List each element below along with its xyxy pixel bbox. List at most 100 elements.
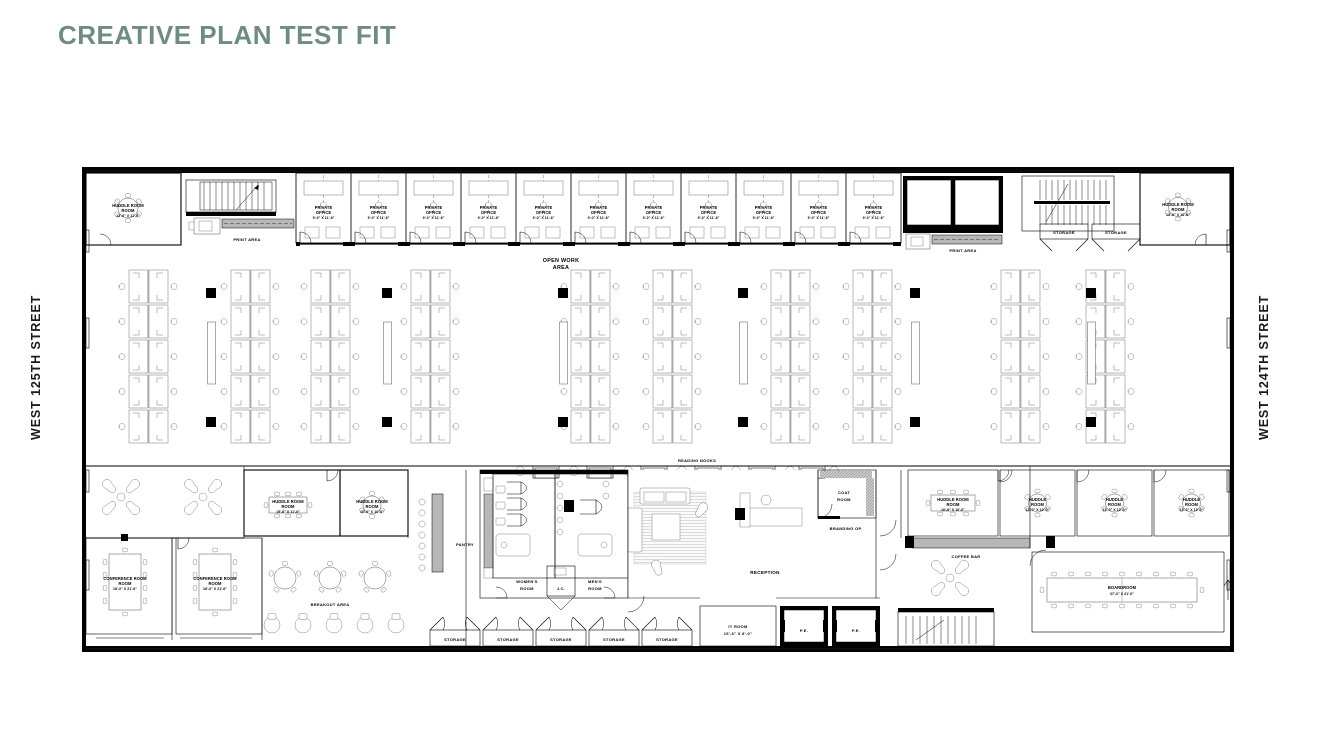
- room-huddle-right-c-name: HUDDLE: [1183, 497, 1201, 502]
- storage-top-right-1[interactable]: STORAGE: [1039, 223, 1089, 252]
- storage-bottom-2[interactable]: STORAGE: [482, 616, 534, 647]
- breakout-chair: [356, 613, 374, 634]
- structural-column: [206, 417, 216, 427]
- pantry-stool: [418, 542, 426, 550]
- private-office-10-sub: OFFICE: [811, 210, 827, 215]
- private-office-11-door[interactable]: [849, 231, 862, 244]
- room-conference-a-name: CONFERENCE ROOM: [103, 576, 147, 581]
- storage-bottom-5[interactable]: STORAGE: [641, 616, 693, 647]
- open-work-area-label-line1: OPEN WORK: [543, 258, 580, 264]
- room-huddle-mid-left[interactable]: HUDDLE ROOM ROOM 15'-6" X 11'-6": [243, 469, 341, 537]
- womens-room[interactable]: WOMEN'S ROOM: [492, 473, 556, 599]
- print-area-east-label: PRINT AREA: [949, 248, 976, 253]
- elevator-1[interactable]: P.E.: [780, 606, 828, 646]
- breakout-chair: [387, 613, 405, 634]
- room-huddle-large-right-dim: 16'-6" X 10'-0": [941, 508, 965, 512]
- room-huddle-mid-left2[interactable]: HUDDLE ROOM ROOM 16'-6" X 10'-0": [339, 469, 409, 537]
- street-label-left-text: WEST 125TH STREET: [29, 295, 43, 440]
- door-reception-east[interactable]: [879, 519, 897, 537]
- room-conference-a[interactable]: CONFERENCE ROOM ROOM 18'-0" X 21'-6": [85, 537, 173, 635]
- room-huddle-top-right-sub: ROOM: [1172, 207, 1185, 212]
- structural-column: [1086, 417, 1096, 427]
- private-office-4-dim: 9'-0" X 11'-6": [478, 216, 500, 220]
- locker-bank: [739, 321, 748, 385]
- structural-column: [1086, 288, 1096, 298]
- bench-cluster-7: [760, 269, 820, 444]
- room-boardroom-dim: 37'-0" X 21'-0": [1110, 592, 1134, 596]
- private-office-9-sub: OFFICE: [756, 210, 772, 215]
- structural-column: [382, 288, 392, 298]
- private-office-1-door[interactable]: [299, 231, 312, 244]
- room-huddle-right-a-door[interactable]: [999, 469, 1013, 483]
- private-office-5-door[interactable]: [519, 231, 532, 244]
- room-huddle-mid-left2-sub: ROOM: [366, 504, 379, 509]
- pantry-stool: [418, 509, 426, 517]
- storage-bottom-3[interactable]: STORAGE: [535, 616, 587, 647]
- private-office-10-dim: 9'-0" X 11'-6": [808, 216, 830, 220]
- street-label-left: WEST 125TH STREET: [29, 295, 43, 440]
- private-office-6-dim: 9'-0" X 11'-6": [588, 216, 610, 220]
- pantry-stool: [418, 498, 426, 506]
- room-huddle-right-b-dim: 12'-0" X 10'-0": [1102, 508, 1126, 512]
- structural-column: [382, 417, 392, 427]
- room-huddle-large-right[interactable]: HUDDLE ROOM ROOM 16'-6" X 10'-0": [907, 469, 1010, 537]
- elevator-bank: P.E.P.E.: [780, 606, 880, 646]
- coat-room[interactable]: COAT ROOM: [817, 469, 877, 519]
- private-office-10-door[interactable]: [794, 231, 807, 244]
- room-huddle-top-left[interactable]: HUDDLE ROOM ROOM 13'-6" X 11'-6": [85, 172, 182, 246]
- private-office-7-door[interactable]: [629, 231, 642, 244]
- elevator-2[interactable]: P.E.: [832, 606, 880, 646]
- lounge-cluster-right: [929, 558, 971, 598]
- storage-bottom-1[interactable]: STORAGE: [429, 616, 481, 647]
- private-office-9-name: PRIVATE: [755, 205, 773, 210]
- door-boardroom[interactable]: [1029, 549, 1047, 567]
- restroom-core: WOMEN'S ROOM J.C.: [479, 469, 629, 611]
- structural-column: [206, 288, 216, 298]
- private-office-4-name: PRIVATE: [480, 205, 498, 210]
- door-reception-east-2[interactable]: [879, 553, 897, 571]
- private-office-8-sub: OFFICE: [701, 210, 717, 215]
- private-office-3-door[interactable]: [409, 231, 422, 244]
- private-office-5-name: PRIVATE: [535, 205, 553, 210]
- private-office-2-door[interactable]: [354, 231, 367, 244]
- private-office-4-door[interactable]: [464, 231, 477, 244]
- storage-top-right-2[interactable]: STORAGE: [1091, 223, 1141, 252]
- room-huddle-top-right[interactable]: HUDDLE ROOM ROOM 13'-6" X 10'-6": [1139, 172, 1231, 246]
- private-office-1-sub: OFFICE: [316, 210, 332, 215]
- room-huddle-right-c-door[interactable]: [1153, 469, 1167, 483]
- room-huddle-mid-left-sub: ROOM: [282, 504, 295, 509]
- door-it-corridor[interactable]: [627, 595, 645, 613]
- janitor-closet[interactable]: J.C.: [546, 565, 576, 611]
- room-boardroom[interactable]: BOARDROOM 37'-0" X 21'-0": [1031, 551, 1233, 633]
- storage-bottom-2-label: STORAGE: [497, 637, 519, 642]
- private-office-6-door[interactable]: [574, 231, 587, 244]
- room-huddle-right-b-door[interactable]: [1076, 469, 1090, 483]
- coat-room-label-1: COAT: [838, 490, 850, 495]
- structural-column: [910, 417, 920, 427]
- it-room-name: IT ROOM: [728, 624, 748, 629]
- pantry: PANTRY: [418, 493, 474, 573]
- private-office-8-door[interactable]: [684, 231, 697, 244]
- storage-bottom-4[interactable]: STORAGE: [588, 616, 640, 647]
- mens-room[interactable]: MEN'S ROOM: [554, 473, 629, 599]
- room-conference-b[interactable]: CONFERENCE ROOM ROOM 18'-0" X 21'-6": [175, 537, 263, 635]
- it-room[interactable]: IT ROOM 15'-6" X 8'-0": [699, 605, 777, 647]
- private-office-9-door[interactable]: [739, 231, 752, 244]
- storage-bottom-1-label: STORAGE: [444, 637, 466, 642]
